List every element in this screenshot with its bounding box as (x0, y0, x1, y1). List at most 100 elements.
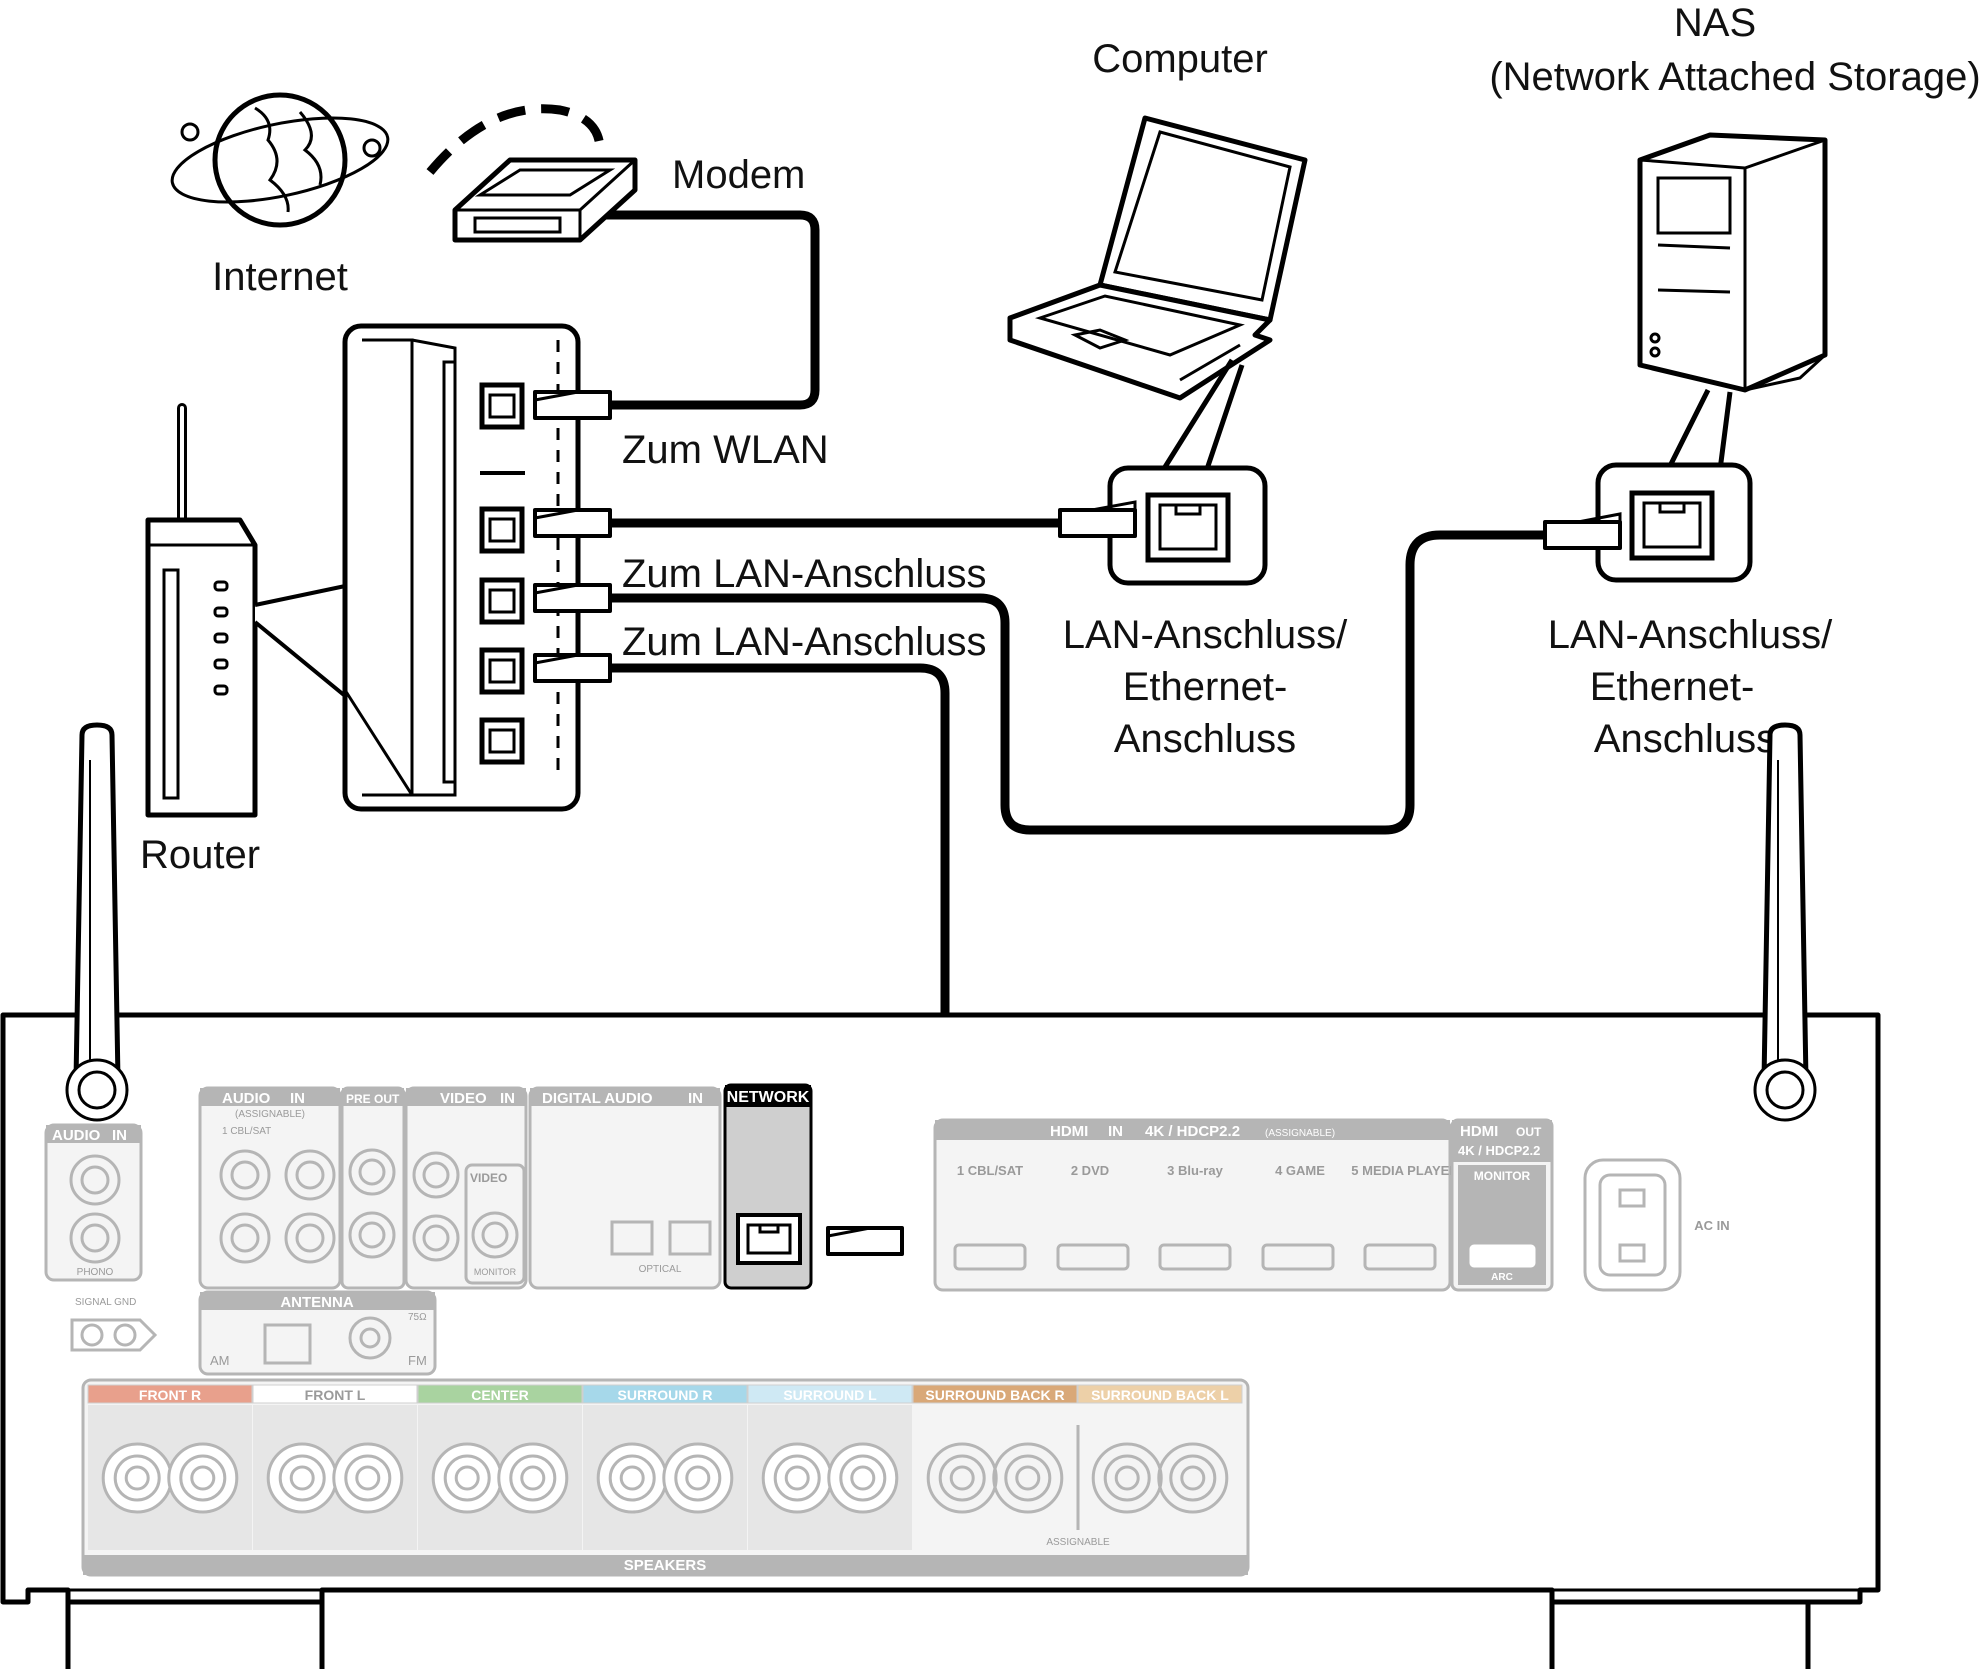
video-monitor-label: MONITOR (474, 1267, 517, 1277)
speakers-label: SPEAKERS (624, 1557, 707, 1574)
video-out-header: VIDEO (470, 1171, 507, 1185)
cable-modem-router (595, 210, 820, 410)
speaker-terminal-ring (827, 1442, 899, 1514)
speaker-terminal-ring (761, 1442, 833, 1514)
speaker-terminal-ring (1103, 1454, 1151, 1502)
speaker-terminal-ring (926, 1442, 998, 1514)
hdmi-out-spec: 4K / HDCP2.2 (1458, 1143, 1540, 1158)
speaker-terminal-ring (332, 1442, 404, 1514)
laptop-icon (1007, 115, 1308, 401)
speaker-terminal-ring (520, 1465, 546, 1491)
hdmi-input-3-label: 3 Blu-ray (1167, 1163, 1223, 1178)
speaker-terminal-ring (1169, 1454, 1217, 1502)
hdmi-in-section: HDMI IN 4K / HDCP2.2 (ASSIGNABLE) 1 CBL/… (933, 1118, 1459, 1292)
digital-audio-header: DIGITAL AUDIO (542, 1090, 653, 1107)
internet-globe-icon (170, 92, 390, 228)
hdmi-out-tag: OUT (1516, 1125, 1542, 1139)
hdmi-in-spec: 4K / HDCP2.2 (1145, 1123, 1240, 1140)
receiver-foot-right (1549, 1590, 1811, 1669)
speaker-terminal-ring (949, 1465, 975, 1491)
speaker-terminal-ring (443, 1454, 491, 1502)
nas-server-icon (1637, 132, 1828, 393)
network-header: NETWORK (727, 1089, 810, 1106)
modem-label: Modem (672, 153, 805, 197)
computer-port-callout-line (1157, 358, 1245, 477)
av-receiver: AUDIO IN PHONO SIGNAL GND AUDIO IN (ASSI… (0, 722, 1881, 1669)
speaker-terminal-ring (266, 1442, 338, 1514)
video-in-header: VIDEO (440, 1090, 487, 1107)
hdmi-out-section: HDMI OUT 4K / HDCP2.2 MONITOR ARC (1450, 1118, 1554, 1292)
speaker-terminal-ring (124, 1465, 150, 1491)
left-antenna-icon (65, 722, 129, 1122)
ac-in-label: AC IN (1694, 1218, 1729, 1233)
speaker-terminal-ring (685, 1465, 711, 1491)
right-antenna-icon (1753, 722, 1817, 1122)
speaker-terminal-ring (355, 1465, 381, 1491)
signal-gnd-terminal-icon (70, 1318, 158, 1352)
speaker-group-label: FRONT L (305, 1387, 366, 1403)
speaker-terminal-ring (596, 1442, 668, 1514)
internet-label: Internet (212, 255, 348, 299)
hdmi-out-header: HDMI (1460, 1123, 1498, 1140)
hdmi-input-5-label: 5 MEDIA PLAYER (1351, 1163, 1459, 1178)
audio-assignable-sub: (ASSIGNABLE) (235, 1109, 305, 1120)
speaker-terminal-ring (662, 1442, 734, 1514)
modem-icon (452, 157, 638, 243)
nas-lan-label-2: Ethernet- (1590, 665, 1755, 709)
hdmi-input-4-label: 4 GAME (1275, 1163, 1325, 1178)
speaker-terminal-ring (773, 1454, 821, 1502)
ac-in-socket-icon (1583, 1158, 1682, 1292)
wireless-link-internet-modem (426, 104, 605, 175)
zum-lan-label-1: Zum LAN-Anschluss (622, 552, 987, 596)
speaker-terminal-ring (850, 1465, 876, 1491)
arc-label: ARC (1491, 1272, 1513, 1283)
zum-lan-label-2: Zum LAN-Anschluss (622, 620, 987, 664)
rj45-plug-icon (533, 508, 612, 538)
speaker-terminal-ring (509, 1454, 557, 1502)
router-wlan-port-icon (479, 382, 525, 430)
speaker-group-label: SURROUND R (618, 1387, 713, 1403)
digital-audio-tag: IN (688, 1090, 703, 1107)
speaker-terminal-ring (992, 1442, 1064, 1514)
speaker-terminal-ring (344, 1454, 392, 1502)
audio-in-tag: IN (112, 1127, 127, 1144)
computer-label: Computer (1092, 37, 1268, 81)
hdmi-input-2-label: 2 DVD (1071, 1163, 1109, 1178)
rj45-plug-icon (533, 390, 612, 420)
hdmi-in-tag: IN (1108, 1123, 1123, 1140)
speaker-terminal-ring (113, 1454, 161, 1502)
computer-lan-port-icon (1107, 465, 1268, 586)
router-lan-port-4-icon (479, 717, 525, 765)
speaker-terminal-ring (289, 1465, 315, 1491)
speaker-terminal-ring (674, 1454, 722, 1502)
speaker-terminal-ring (497, 1442, 569, 1514)
speaker-group-label: FRONT R (139, 1387, 201, 1403)
speaker-group-label: SURROUND BACK L (1091, 1387, 1229, 1403)
speaker-group-header (87, 1384, 253, 1404)
nas-description-label: (Network Attached Storage) (1489, 55, 1980, 99)
signal-gnd-label: SIGNAL GND (75, 1297, 136, 1308)
assignable-label: ASSIGNABLE (1046, 1537, 1110, 1548)
phono-input-section: AUDIO IN PHONO (44, 1123, 143, 1282)
computer-lan-label-1: LAN-Anschluss/ (1063, 613, 1348, 657)
speaker-terminal-ring (179, 1454, 227, 1502)
nas-port-callout-line (1665, 388, 1733, 472)
speaker-terminal-ring (1091, 1442, 1163, 1514)
computer-plug-icon (1058, 500, 1137, 538)
am-label: AM (210, 1353, 230, 1368)
speaker-group-label: CENTER (471, 1387, 529, 1403)
ohm-label: 75Ω (408, 1312, 427, 1323)
router-icon (145, 403, 258, 818)
antenna-section: ANTENNA AM FM 75Ω (198, 1290, 437, 1376)
hdmi-in-assignable: (ASSIGNABLE) (1265, 1128, 1335, 1139)
speaker-terminal-ring (608, 1454, 656, 1502)
nas-lan-label-3: Anschluss (1594, 717, 1776, 761)
speaker-terminal-ring (454, 1465, 480, 1491)
speaker-group-header (252, 1384, 418, 1404)
antenna-header: ANTENNA (280, 1294, 353, 1311)
speaker-group-header (747, 1384, 913, 1404)
rj45-plug-icon (533, 583, 612, 613)
speaker-terminal-ring (1180, 1465, 1206, 1491)
